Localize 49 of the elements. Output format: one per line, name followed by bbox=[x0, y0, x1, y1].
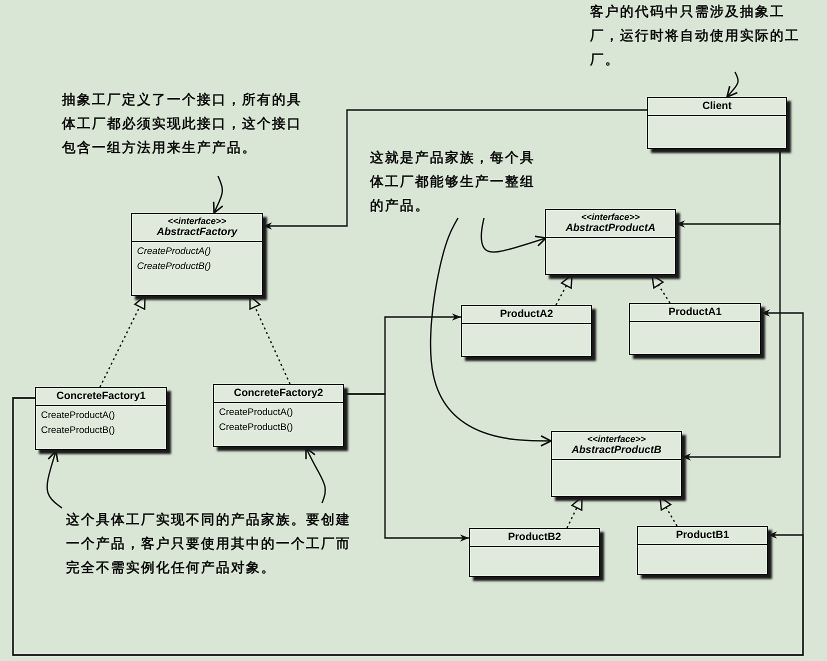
realization-arrow bbox=[566, 496, 583, 528]
class-name: AbstractProductA bbox=[564, 222, 656, 234]
class-box bbox=[35, 387, 167, 450]
annotation-arrow bbox=[480, 218, 547, 253]
association-arrow bbox=[682, 149, 781, 461]
annotation-arrow bbox=[46, 450, 62, 509]
class-box bbox=[647, 97, 787, 149]
method-label: CreateProductB() bbox=[137, 260, 212, 274]
realization-arrow bbox=[249, 295, 291, 384]
class-box bbox=[213, 384, 344, 447]
class-name: Client bbox=[701, 100, 733, 112]
association-arrow bbox=[263, 109, 647, 230]
class-name: ProductB1 bbox=[674, 529, 730, 541]
method-label: CreateProductA() bbox=[219, 406, 294, 420]
method-label: CreateProductA() bbox=[41, 409, 116, 423]
class-name: ConcreteFactory1 bbox=[55, 390, 147, 402]
annotation-note: 这就是产品家族，每个具体工厂都能够生产一整组的产品。 bbox=[370, 146, 542, 218]
annotation-note: 客户的代码中只需涉及抽象工厂，运行时将自动使用实际的工厂。 bbox=[590, 0, 802, 72]
class-box bbox=[637, 526, 768, 575]
class-name: ProductA1 bbox=[667, 306, 723, 318]
class-name: AbstractFactory bbox=[156, 226, 238, 238]
class-box bbox=[545, 209, 676, 275]
class-box bbox=[461, 305, 592, 357]
class-box bbox=[131, 213, 263, 296]
method-label: CreateProductB() bbox=[219, 421, 294, 435]
association-arrow bbox=[344, 393, 469, 542]
realization-arrow bbox=[555, 274, 573, 306]
association-arrow bbox=[12, 397, 804, 656]
class-name: ConcreteFactory2 bbox=[232, 387, 324, 399]
stereotype-label: <<interface>> bbox=[586, 434, 647, 444]
method-label: CreateProductB() bbox=[41, 424, 116, 438]
class-box bbox=[551, 431, 682, 497]
stereotype-label: <<interface>> bbox=[580, 212, 641, 222]
annotation-note: 抽象工厂定义了一个接口，所有的具体工厂都必须实现此接口，这个接口包含一组方法用来生产产品。 bbox=[62, 88, 307, 160]
annotation-arrow bbox=[305, 447, 326, 504]
realization-arrow bbox=[659, 496, 678, 526]
annotation-arrow bbox=[212, 176, 224, 214]
class-box bbox=[469, 528, 600, 577]
class-name: ProductB2 bbox=[506, 531, 562, 543]
class-box bbox=[629, 303, 761, 355]
realization-arrow bbox=[651, 274, 671, 304]
annotation-note: 这个具体工厂实现不同的产品家族。要创建一个产品，客户只要使用其中的一个工厂而完全不需实例化任何产品对象。 bbox=[66, 508, 361, 580]
annotation-arrow bbox=[726, 72, 739, 98]
realization-arrow bbox=[99, 295, 146, 388]
annotation-arrow bbox=[430, 218, 552, 447]
method-label: CreateProductA() bbox=[137, 245, 212, 259]
class-name: AbstractProductB bbox=[570, 444, 662, 456]
stereotype-label: <<interface>> bbox=[166, 216, 228, 226]
class-name: ProductA2 bbox=[498, 308, 554, 320]
